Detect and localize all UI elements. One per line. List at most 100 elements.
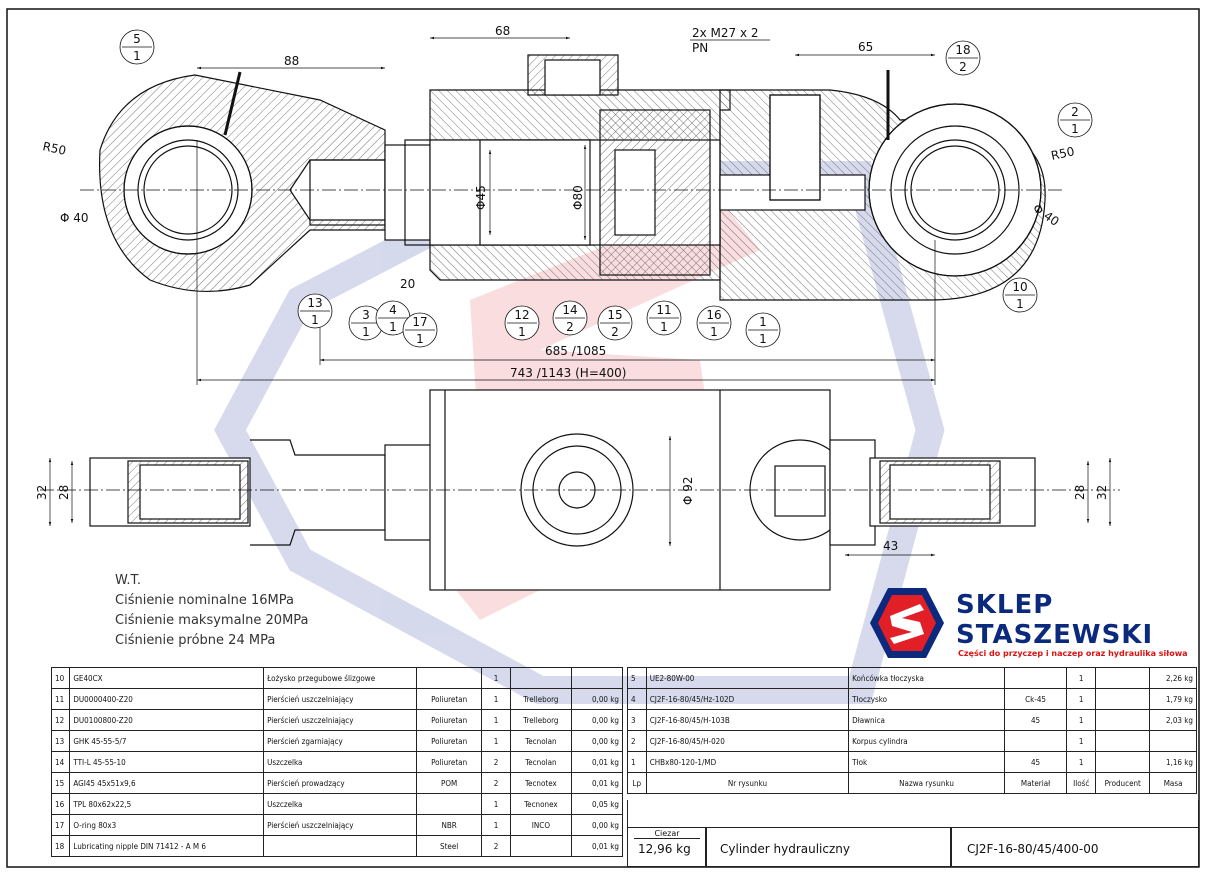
bom-cell: Poliuretan (415, 709, 483, 731)
balloon-top-number: 3 (362, 308, 370, 322)
bom-cell: 1,79 kg (1149, 688, 1197, 710)
balloon-top-number: 2 (1071, 105, 1079, 119)
bom-cell: 1 (1066, 667, 1097, 689)
bom-cell: 10 (50, 667, 71, 689)
bom-cell: Uszczelka (263, 751, 417, 773)
bom-cell (1003, 667, 1068, 689)
part-balloons (119, 29, 1093, 348)
balloon (745, 312, 781, 348)
bom-cell: 1 (481, 709, 511, 731)
bom-cell: 0,00 kg (570, 730, 624, 752)
dim-thread: 2x M27 x 2 (692, 26, 759, 40)
weight-label: Ciezar (654, 829, 680, 838)
bom-cell: TTI-L 45-55-10 (69, 751, 265, 773)
bom-cell: 1 (1066, 730, 1097, 752)
bom-cell: Steel (415, 835, 483, 857)
balloon (1057, 102, 1093, 138)
bom-cell: 0,01 kg (570, 751, 624, 773)
balloon-bottom-number: 1 (660, 320, 668, 334)
bom-cell: 1 (1066, 751, 1097, 773)
dim-743: 743 /1143 (H=400) (510, 366, 626, 380)
bom-cell: 2 (481, 835, 511, 857)
bom-cell: 1 (481, 793, 511, 815)
bom-cell: 45 (1003, 751, 1068, 773)
note-test-pressure: Ciśnienie próbne 24 MPa (115, 633, 276, 648)
balloon-top-number: 5 (133, 32, 141, 46)
bom-cell: Pierścień uszczelniający (263, 688, 417, 710)
bom-cell: Tłok (848, 751, 1005, 773)
dim-32-left: 32 (35, 485, 49, 500)
bom-cell: GHK 45-55-5/7 (69, 730, 265, 752)
note-wt: W.T. (115, 573, 142, 588)
dim-r50-left: R50 (41, 139, 67, 158)
bom-cell (415, 793, 483, 815)
dim-phi92: Φ 92 (681, 476, 695, 505)
company-logo: SKLEP STASZEWSKI Części do przyczep i na… (868, 586, 1198, 666)
bom-cell (1095, 751, 1151, 773)
balloon-top-number: 15 (607, 308, 622, 322)
dim-685: 685 /1085 (545, 344, 606, 358)
logo-tagline: Części do przyczep i naczep oraz hydraul… (958, 649, 1188, 658)
balloon-bottom-number: 1 (1016, 297, 1024, 311)
balloon (348, 305, 384, 341)
bom-cell: Lubricating nipple DIN 71412 - A M 6 (69, 835, 265, 857)
drawing-name: Cylinder hydrauliczny (720, 842, 850, 856)
bom-cell: UE2-80W-00 (645, 667, 850, 689)
bom-cell: Tecnotex (509, 772, 572, 794)
bom-cell: Korpus cylindra (848, 730, 1005, 752)
bom-cell: CJ2F-16-80/45/H-103B (645, 709, 850, 731)
bom-cell: DU0000400-Z20 (69, 688, 265, 710)
drawing-number: CJ2F-16-80/45/400-00 (967, 842, 1099, 856)
balloon-top-number: 17 (412, 315, 427, 329)
logo-emblem-icon (870, 588, 944, 658)
balloon-bottom-number: 1 (416, 332, 424, 346)
balloon-top-number: 18 (955, 43, 970, 57)
balloon (597, 305, 633, 341)
bom-cell: 1 (1066, 688, 1097, 710)
bom-cell: 1 (627, 751, 647, 773)
balloon (646, 300, 682, 336)
bom-cell: 1 (481, 688, 511, 710)
bom-cell: 0,01 kg (570, 835, 624, 857)
balloon-top-number: 16 (706, 308, 721, 322)
balloon (945, 40, 981, 76)
header-material: Materiał (1003, 772, 1068, 794)
bom-cell (1095, 709, 1151, 731)
bom-cell: 2,03 kg (1149, 709, 1197, 731)
bom-cell (1003, 730, 1068, 752)
bom-cell: Tecnonex (509, 793, 572, 815)
bom-cell: 1 (481, 667, 511, 689)
bom-cell: Dławnica (848, 709, 1005, 731)
bom-cell: Trelleborg (509, 688, 572, 710)
bom-cell: CHBx80-120-1/MD (645, 751, 850, 773)
bom-cell: 13 (50, 730, 71, 752)
bom-cell: AGI45 45x51x9,6 (69, 772, 265, 794)
balloon-bottom-number: 1 (710, 325, 718, 339)
bom-cell: DU0100800-Z20 (69, 709, 265, 731)
bom-cell: 0,01 kg (570, 772, 624, 794)
bom-cell (1095, 667, 1151, 689)
sheet-frame (6, 8, 1200, 868)
bom-cell: Łożysko przegubowe ślizgowe (263, 667, 417, 689)
balloon (297, 293, 333, 329)
balloon (552, 300, 588, 336)
bom-cell (1095, 730, 1151, 752)
dim-28-right: 28 (1073, 485, 1087, 500)
bom-cell: 45 (1003, 709, 1068, 731)
bom-cell: Pierścień prowadzący (263, 772, 417, 794)
balloon-bottom-number: 1 (133, 49, 141, 63)
title-block-name: Cylinder hydrauliczny (705, 827, 952, 867)
bom-cell: 2 (481, 772, 511, 794)
bom-cell: 5 (627, 667, 647, 689)
pressure-notes: W.T. Ciśnienie nominalne 16MPa Ciśnienie… (115, 571, 309, 651)
bom-cell: 1 (481, 730, 511, 752)
